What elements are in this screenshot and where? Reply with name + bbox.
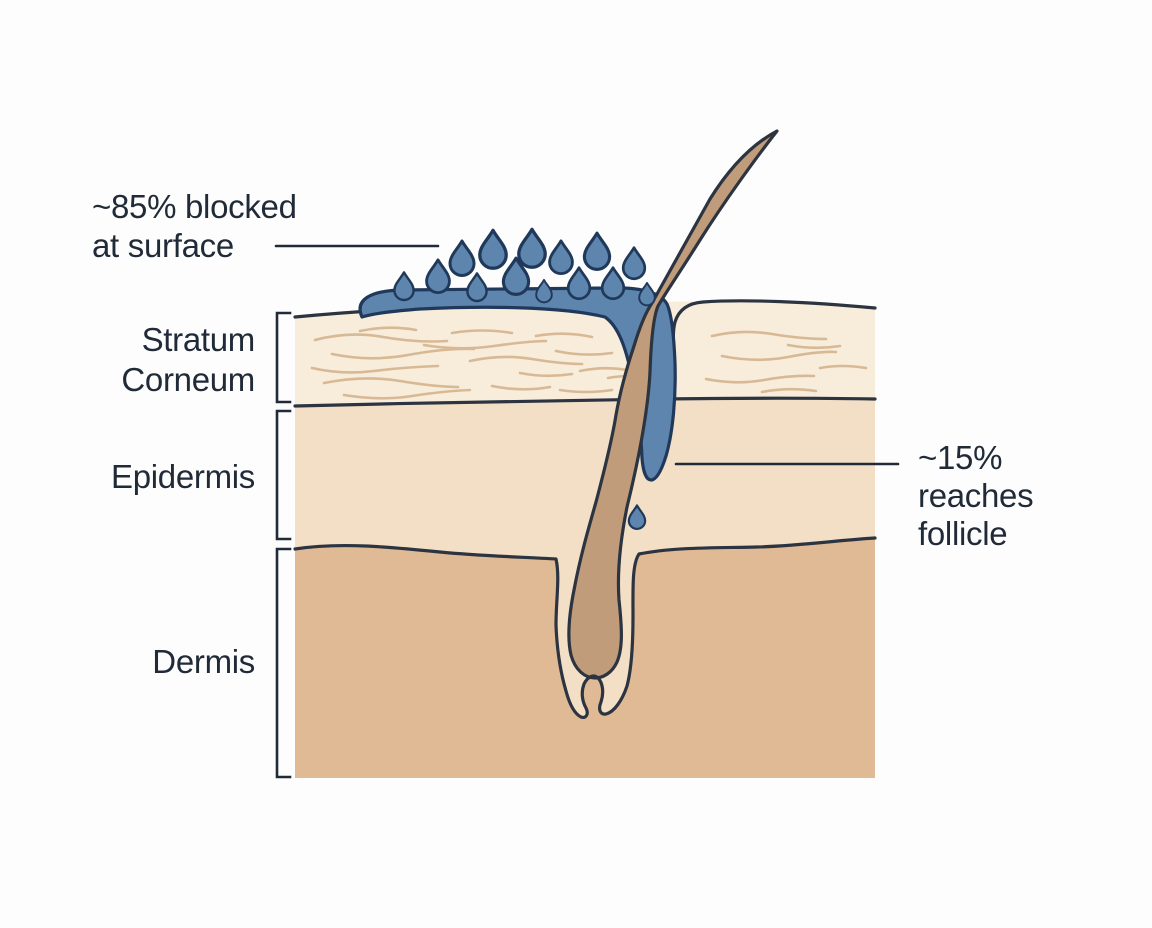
stratum-corneum-bracket <box>275 311 292 404</box>
follicle-reach-label-line3: follicle <box>918 515 1007 552</box>
surface-blocked-label-line1: ~85% blocked <box>92 188 297 225</box>
dermis-layer <box>295 538 875 778</box>
droplet-icon <box>548 239 574 276</box>
stratum-corneum-label-line2: Corneum <box>121 361 255 398</box>
droplet-icon <box>517 227 547 269</box>
stratum-corneum-texture-lines <box>310 326 868 400</box>
layer-brackets <box>275 311 292 779</box>
text-labels: ~85% blocked at surface Stratum Corneum … <box>92 188 1034 680</box>
droplet-icon <box>582 231 612 271</box>
epidermis-bracket <box>275 409 292 541</box>
hair-shaft <box>567 129 779 680</box>
droplet-icon <box>478 228 508 270</box>
droplet-icon <box>448 239 476 277</box>
stratum-corneum-label-line1: Stratum <box>142 321 255 358</box>
droplet-icon <box>621 246 647 281</box>
droplet-icon <box>425 258 451 295</box>
follicle-reach-label-line1: ~15% <box>918 439 1002 476</box>
dermis-bracket <box>275 547 292 779</box>
droplet-icon <box>393 271 415 302</box>
leader-lines <box>274 244 900 466</box>
epidermis-label: Epidermis <box>111 458 255 495</box>
surface-blocked-label-line2: at surface <box>92 227 234 264</box>
dermis-boundary-and-follicle-outline <box>293 536 877 720</box>
follicle-reach-label-line2: reaches <box>918 477 1033 514</box>
droplet-icon <box>600 266 626 301</box>
droplet-icon <box>535 278 553 304</box>
droplet-icon <box>566 266 592 301</box>
droplet-icon <box>466 272 488 303</box>
dermis-label: Dermis <box>152 643 255 680</box>
droplet-icon <box>638 281 656 307</box>
